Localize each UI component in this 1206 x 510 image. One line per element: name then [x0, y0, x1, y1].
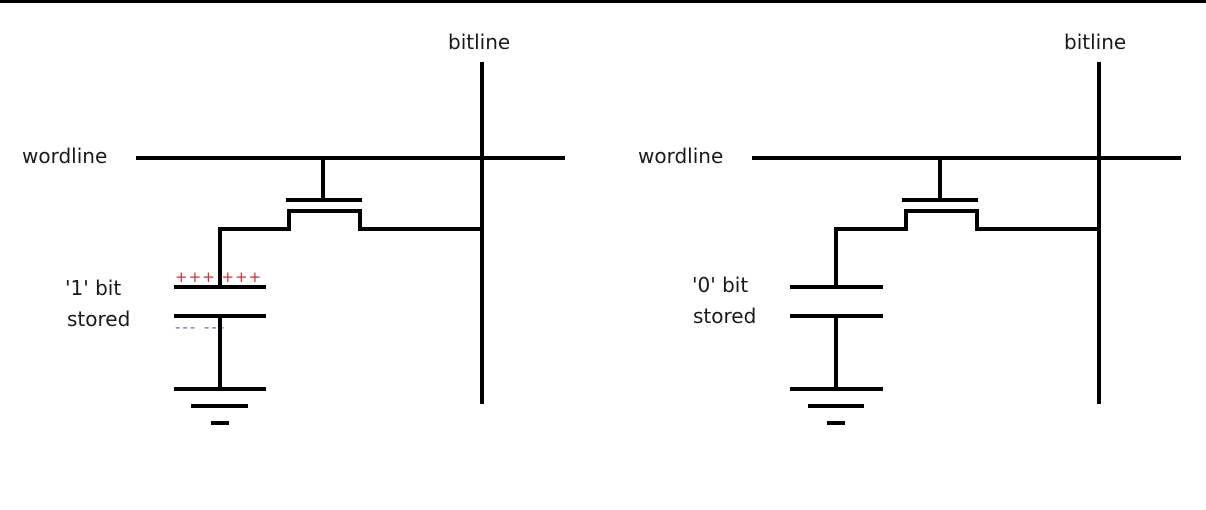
dram-cell-one: bitline wordline +++ +++ --- --- '1' bit…	[22, 30, 565, 425]
bitline-label: bitline	[448, 30, 510, 54]
ground-symbol-icon	[790, 387, 883, 425]
dram-cell-zero: bitline wordline '0' bit stored	[638, 30, 1181, 425]
negative-charges: --- ---	[175, 318, 226, 336]
access-transistor	[834, 158, 1099, 287]
state-label-line1: '1' bit	[65, 276, 121, 300]
wordline-label: wordline	[22, 144, 107, 168]
state-label-line2: stored	[693, 304, 756, 328]
state-label-line2: stored	[67, 307, 130, 331]
top-border	[0, 0, 1206, 3]
storage-capacitor	[790, 285, 883, 389]
storage-capacitor: +++ +++ --- ---	[174, 268, 266, 389]
positive-charges: +++ +++	[175, 268, 262, 286]
transistor-channel	[218, 209, 482, 287]
bitline-label: bitline	[1064, 30, 1126, 54]
wordline-label: wordline	[638, 144, 723, 168]
state-label-line1: '0' bit	[692, 273, 748, 297]
access-transistor	[218, 158, 482, 287]
ground-symbol-icon	[174, 387, 266, 425]
transistor-channel	[834, 209, 1099, 287]
